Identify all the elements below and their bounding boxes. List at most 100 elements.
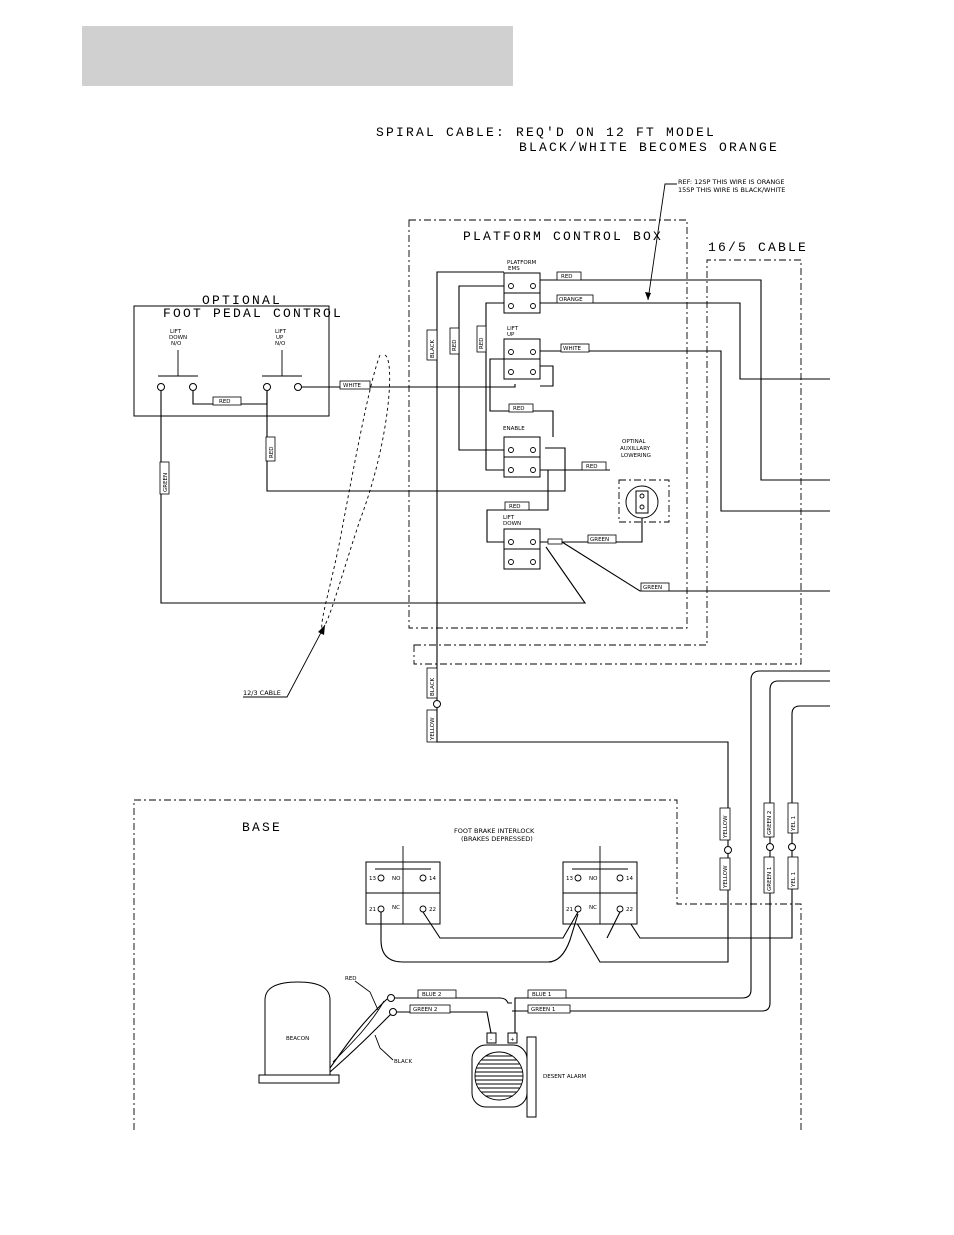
wire-red-enable xyxy=(489,358,554,437)
tag-yellow-upper xyxy=(719,807,731,841)
wire-black-yellow xyxy=(436,271,504,700)
tag-red-aux xyxy=(581,461,607,471)
lift-down-switch: LIFT DOWN xyxy=(503,515,541,570)
tag-blue2-text: BLUE 2 xyxy=(422,992,441,998)
ref-note-line1: REF: 12SP THIS WIRE IS ORANGE xyxy=(678,178,784,186)
svg-text:NO: NO xyxy=(589,876,598,882)
ref-arrow xyxy=(645,292,651,300)
tag-blue2 xyxy=(417,989,457,999)
beacon-red-leader xyxy=(354,980,379,1011)
svg-text:14: 14 xyxy=(429,876,436,882)
beacon-wire-c xyxy=(332,1000,385,1063)
aux-button-inner xyxy=(635,490,649,514)
tag-green-pedal-text: GREEN xyxy=(163,473,169,492)
wire-yel1-lower xyxy=(624,850,793,939)
tag-red-enable-text: RED xyxy=(513,406,525,412)
tag-yel1-upper-text: YEL 1 xyxy=(791,816,797,832)
tag-green-aux-text: GREEN xyxy=(590,537,609,543)
ems-label2: EMS xyxy=(508,266,520,272)
tag-green-pedal xyxy=(159,461,170,495)
tag-red-enable xyxy=(508,403,534,413)
tag-red-ems-text: RED xyxy=(561,274,573,280)
wire-red-ems-left xyxy=(458,285,504,451)
svg-text:13: 13 xyxy=(369,876,376,882)
tag-red-left-a-text: RED xyxy=(452,339,458,351)
tag-red-pedal xyxy=(212,396,242,406)
beacon-red-label: RED xyxy=(345,976,357,982)
svg-text:21: 21 xyxy=(566,907,573,913)
base-title: BASE xyxy=(242,820,282,835)
wire-white-pedal xyxy=(301,384,516,388)
aux-box xyxy=(618,479,670,523)
tag-yellow-upper-text: YELLOW xyxy=(723,815,729,839)
enable-label: ENABLE xyxy=(503,426,525,432)
tag-yel1-upper xyxy=(787,802,799,834)
tag-green1-v xyxy=(763,856,775,894)
wire-yel1 xyxy=(791,705,830,846)
beacon-black-label: BLACK xyxy=(394,1059,412,1065)
beacon-base xyxy=(258,1074,340,1084)
descent-alarm: - + xyxy=(471,1032,537,1118)
tag-red-left-a xyxy=(449,327,460,355)
svg-text:13: 13 xyxy=(566,876,573,882)
lift-up-no-label1: LIFT xyxy=(275,329,287,335)
tag-green2-v xyxy=(763,802,775,838)
wire-green2 xyxy=(397,1011,492,1034)
cable-123-leader xyxy=(243,624,326,698)
tag-green1 xyxy=(527,1004,571,1014)
tag-red-liftdown-text: RED xyxy=(509,504,521,510)
interlock-line2: (BRAKES DEPRESSED) xyxy=(461,835,533,843)
wire-blue1 xyxy=(514,670,830,1033)
tag-red-left-b xyxy=(476,325,487,353)
lift-down-no-label3: N/O xyxy=(171,341,182,347)
platform-box-title: PLATFORM CONTROL BOX xyxy=(463,229,663,244)
aux-label1: OPTINAL xyxy=(622,439,647,445)
wire-interlock-22-21 xyxy=(422,911,579,939)
wire-red-ems xyxy=(540,279,830,481)
lift-down-label2: DOWN xyxy=(503,521,521,527)
tag-green-aux xyxy=(587,534,617,544)
tag-green1-text: GREEN 1 xyxy=(531,1007,555,1013)
interlock-line1: FOOT BRAKE INTERLOCK xyxy=(454,827,535,835)
wire-interlock-right-22 xyxy=(606,911,621,939)
tag-white-pedal xyxy=(339,380,371,390)
wire-white xyxy=(540,350,830,512)
tag-red-ems xyxy=(556,271,582,281)
tag-red-pedal-text: RED xyxy=(219,399,231,405)
ref-leader xyxy=(647,183,677,301)
yellow-joint xyxy=(724,846,732,854)
tag-yellow-lower-text: YELLOW xyxy=(430,717,436,741)
ref-note-line2: 15SP THIS WIRE IS BLACK/WHITE xyxy=(678,186,785,194)
enable-switch: ENABLE xyxy=(503,426,541,478)
foot-pedal-title2: FOOT PEDAL CONTROL xyxy=(163,306,343,321)
tag-green-out xyxy=(640,582,670,592)
beacon-red-joint xyxy=(387,994,395,1002)
tag-orange-text: ORANGE xyxy=(559,297,583,303)
alarm-minus: - xyxy=(490,1037,492,1043)
yel-joint xyxy=(788,843,796,851)
tag-red-liftdown xyxy=(504,501,530,511)
lift-up-label1: LIFT xyxy=(507,326,519,332)
cable-165-title: 16/5 CABLE xyxy=(708,240,808,255)
tag-red-left-b-text: RED xyxy=(479,337,485,349)
cable-123-label: 12/3 CABLE xyxy=(243,689,281,697)
tag-red-liftup xyxy=(265,436,276,462)
tag-yel1-lower-text: YEL 1 xyxy=(791,872,797,888)
lift-up-no-label3: N/O xyxy=(275,341,286,347)
tag-yellow-base-text: YELLOW xyxy=(723,865,729,889)
lift-up-label2: UP xyxy=(507,332,515,338)
wire-blue2 xyxy=(395,997,512,1004)
wire-liftup-jumper xyxy=(540,365,554,387)
wire-green-out xyxy=(561,541,830,592)
tag-yel1-lower xyxy=(787,856,799,890)
tag-green-out-text: GREEN xyxy=(643,585,662,591)
spiral-note-line2: BLACK/WHITE BECOMES ORANGE xyxy=(519,140,779,155)
tag-blue1-text: BLUE 1 xyxy=(532,992,551,998)
tag-white-text: WHITE xyxy=(563,346,582,352)
tag-green1-v-text: GREEN 1 xyxy=(767,867,773,891)
lift-up-switch: LIFT UP xyxy=(503,326,541,380)
platform-ems-switch: PLATFORM EMS xyxy=(503,260,541,314)
wire-yellow xyxy=(436,708,729,846)
spiral-note-line1: SPIRAL CABLE: REQ'D ON 12 FT MODEL xyxy=(376,125,716,140)
wire-yellow-lower xyxy=(571,854,729,963)
